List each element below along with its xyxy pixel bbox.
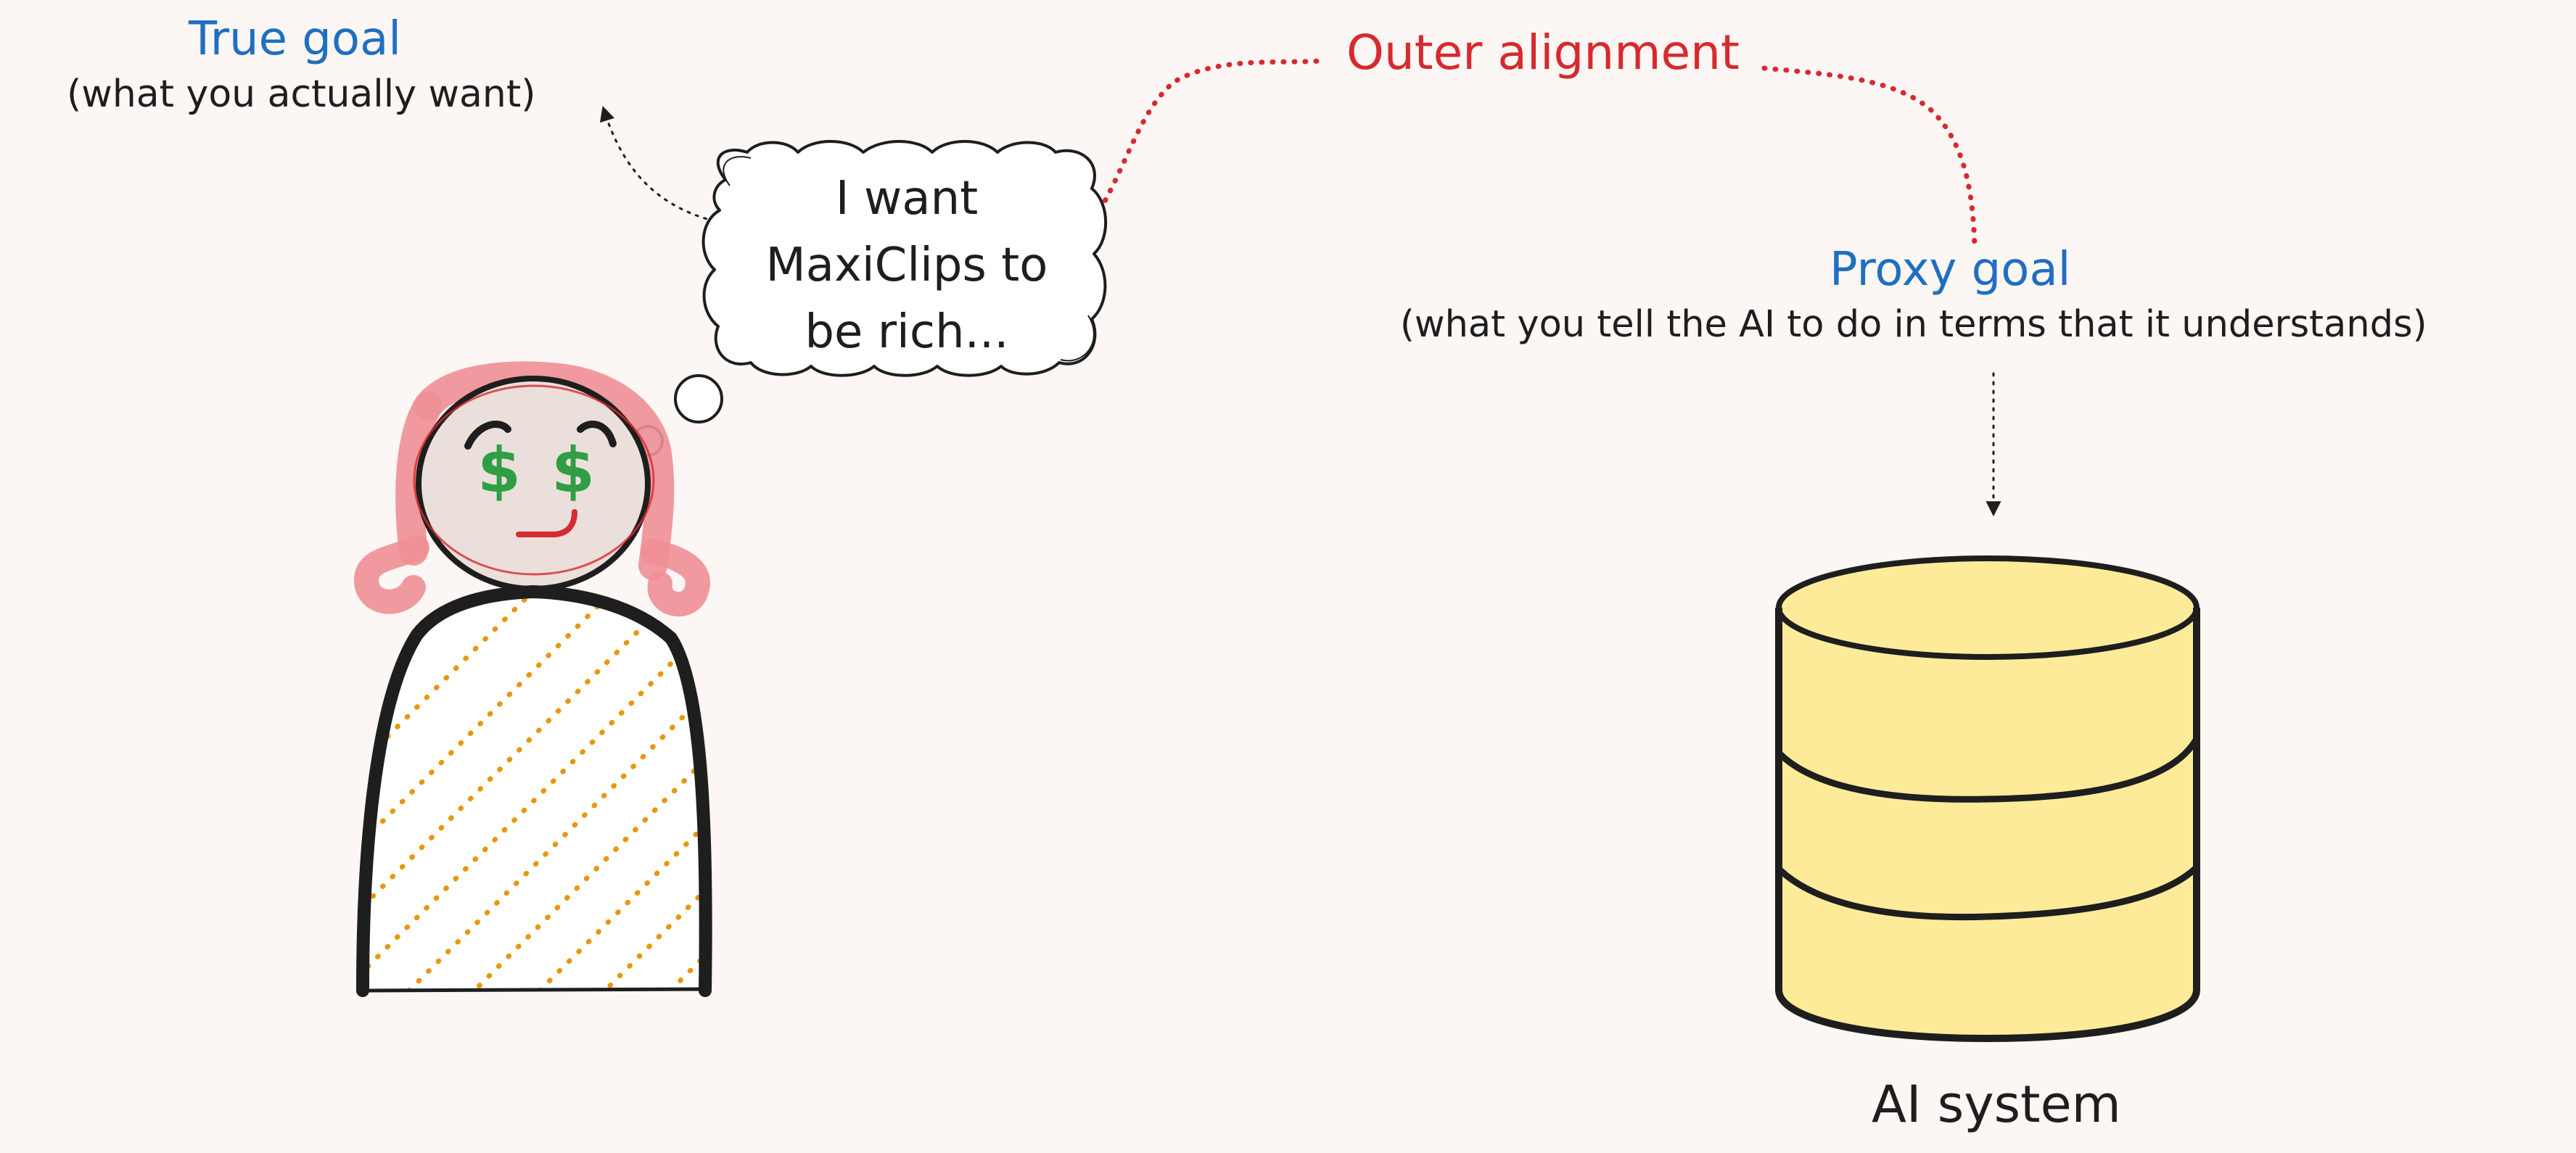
true-goal-arrow (599, 105, 716, 223)
outer-alignment-curve (1091, 58, 1323, 222)
dress-outline (356, 585, 712, 997)
hair-curl-left (353, 535, 429, 614)
true-goal-label: True goal (189, 12, 402, 66)
thought-line: MaxiClips to (765, 239, 1048, 292)
thought-line: be rich... (805, 305, 1009, 359)
person-icon: $ $ (353, 361, 712, 997)
proxy-goal-label: Proxy goal (1830, 243, 2071, 297)
smile (516, 509, 577, 537)
outer-alignment-curve-right (1761, 65, 1978, 249)
database-icon (1775, 555, 2200, 1042)
thought-bubble-icon (632, 140, 1108, 457)
outer-alignment-label: Outer alignment (1346, 25, 1740, 80)
true-goal-note: (what you actually want) (67, 73, 536, 116)
hair (413, 361, 675, 580)
dollar-sign-icon: $ (551, 434, 595, 507)
proxy-goal-note: (what you tell the AI to do in terms tha… (1400, 303, 2427, 346)
thought-bubble-text: I want MaxiClips to be rich... (718, 165, 1095, 365)
thought-line: I want (835, 172, 979, 226)
dollar-sign-icon: $ (477, 434, 521, 507)
ai-system-label: AI system (1872, 1075, 2121, 1134)
hair-curl-right (641, 539, 710, 616)
